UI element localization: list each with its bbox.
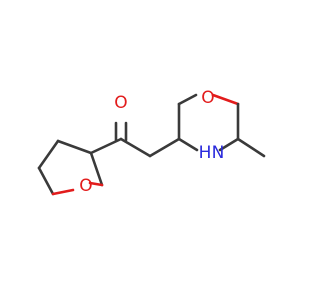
morpholine-bond-2 [177,93,198,106]
thf-carbonyl-bond [89,137,123,155]
ch2-morpholine-bond [148,137,181,158]
molecule-diagram: O O O N H [37,88,266,196]
carbonyl-ch2-bond [119,137,152,158]
thf-bond-1 [89,151,104,187]
thf-bond-6 [88,181,104,187]
thf-bond-3 [37,139,60,170]
morpholine-nitrogen-label: N [212,143,225,163]
thf-bond-2 [56,139,93,155]
methyl-bond [236,137,266,158]
morpholine-bond-5 [218,137,240,152]
thf-oxygen-label: O [79,176,92,196]
morpholine-oxygen-label: O [201,88,214,108]
structure-svg: O O O N H [37,88,266,196]
ketone-oxygen-label: O [114,93,127,113]
morpholine-bond-3 [211,93,240,106]
thf-bond-5 [51,188,75,196]
thf-bond-4 [37,166,55,196]
morpholine-bond-6 [177,137,199,152]
nitrogen-hydrogen-label: H [199,143,212,163]
